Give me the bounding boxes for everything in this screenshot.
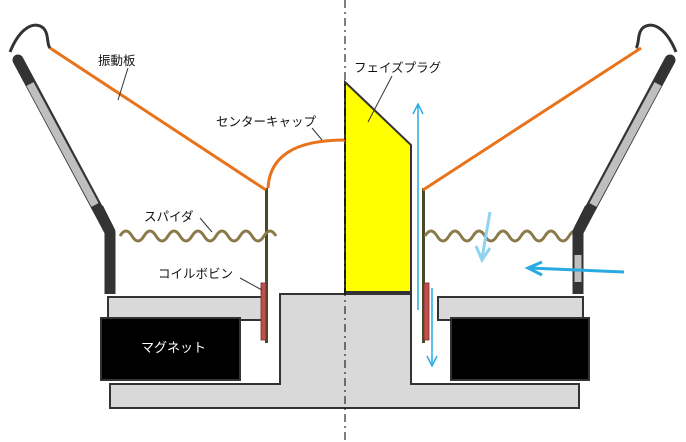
label-phase-plug: フェイズプラグ bbox=[354, 60, 441, 75]
spider-left bbox=[118, 229, 278, 243]
coil-bobbin-left bbox=[265, 188, 268, 343]
air-flow-arrow-diagonal bbox=[474, 211, 492, 264]
frame-arm-left-elbow bbox=[93, 205, 116, 294]
back-plate bbox=[109, 293, 580, 409]
air-flow-arrow-left bbox=[524, 260, 625, 277]
surround-left bbox=[8, 23, 52, 53]
phase-plug bbox=[344, 79, 412, 293]
voice-coil-right bbox=[423, 282, 430, 341]
magnet-left bbox=[100, 317, 241, 381]
label-diaphragm: 振動板 bbox=[98, 53, 136, 68]
magnet-right bbox=[450, 317, 590, 381]
label-center-cap: センターキャップ bbox=[216, 114, 317, 129]
label-magnet: マグネット bbox=[141, 341, 206, 356]
leader-spider bbox=[199, 217, 213, 233]
top-plate-left bbox=[107, 296, 264, 321]
leader-coil-bobbin bbox=[239, 277, 263, 291]
voice-coil-left bbox=[260, 282, 267, 341]
center-cap bbox=[266, 138, 346, 189]
label-spider: スパイダ bbox=[144, 209, 194, 224]
spider-right bbox=[423, 229, 583, 243]
leader-phase-plug bbox=[367, 75, 393, 123]
surround-right bbox=[634, 23, 678, 53]
coil-bobbin-right bbox=[422, 188, 425, 343]
top-plate-right bbox=[437, 296, 584, 321]
vibration-arrow-tall bbox=[412, 102, 424, 310]
frame-arm-left-light bbox=[26, 82, 99, 207]
frame-arm-right-light bbox=[589, 82, 662, 207]
diaphragm-left bbox=[49, 46, 267, 192]
diaphragm-right bbox=[422, 46, 642, 192]
leader-center-cap bbox=[311, 127, 323, 141]
label-coil-bobbin: コイルボビン bbox=[158, 266, 233, 281]
vibration-arrow-down bbox=[426, 288, 438, 368]
leader-diaphragm bbox=[117, 67, 129, 101]
